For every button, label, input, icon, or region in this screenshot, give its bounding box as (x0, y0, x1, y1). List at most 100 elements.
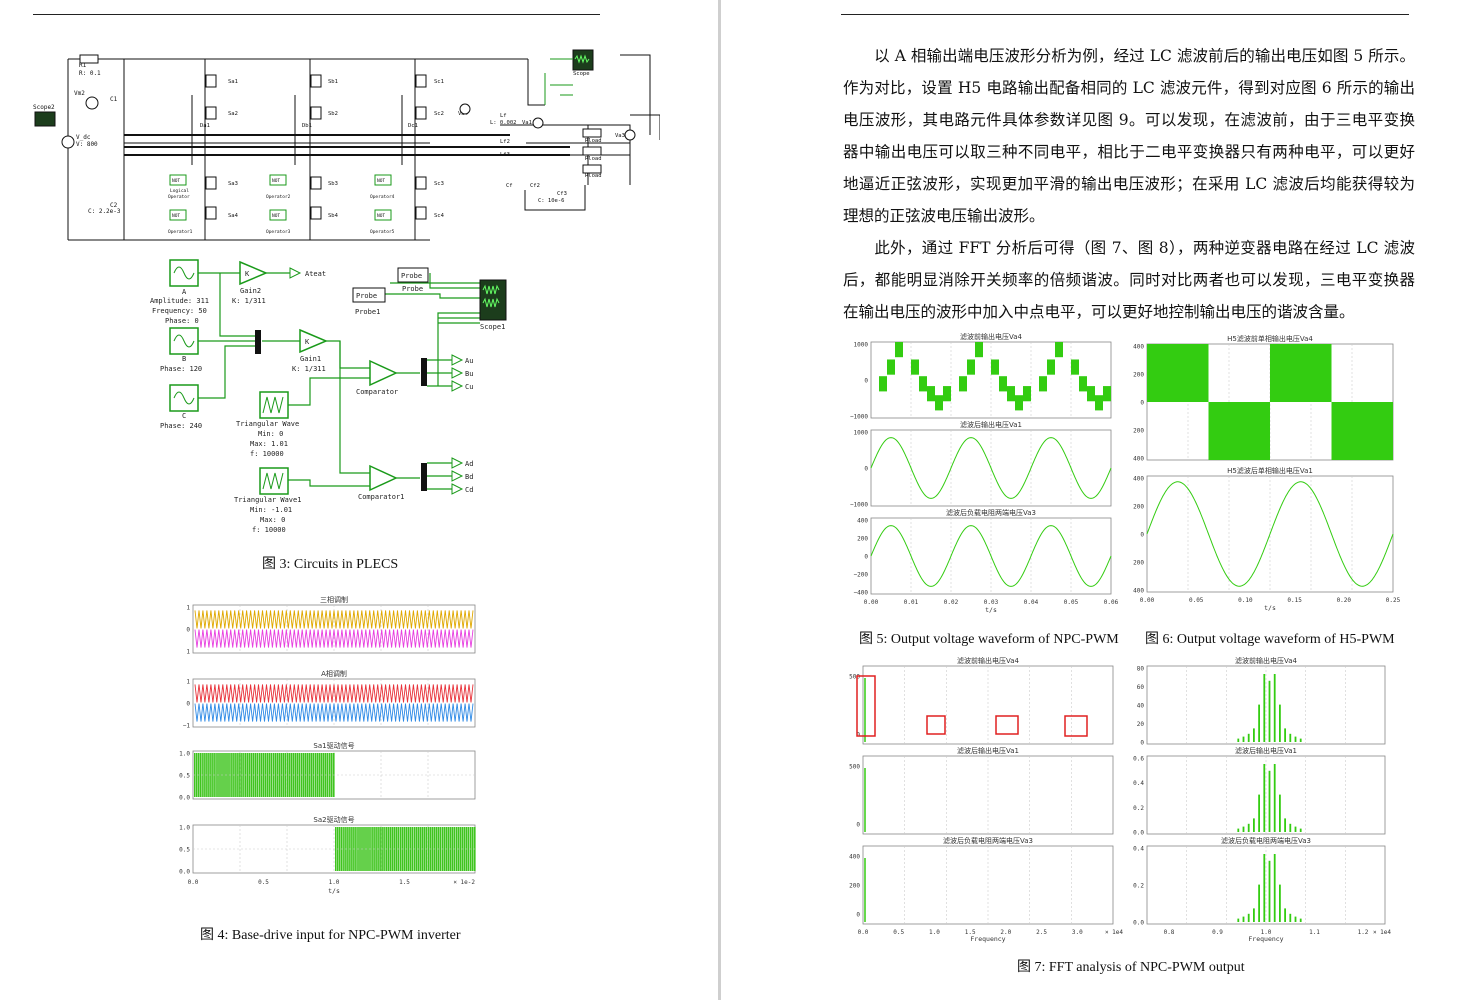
fig4-panel-2-pulse (302, 753, 305, 797)
label-rload-2: Rload (585, 156, 602, 162)
fig4-panel-2-pulse (318, 753, 321, 797)
fig6-xtick: 0.20 (1337, 597, 1352, 604)
fig6-panel-1-wave (1146, 481, 1394, 587)
fig4-xtick: 1.5 (399, 879, 410, 886)
fig4-panel-2-pulse (250, 753, 252, 797)
label-lf2: Lf2 (500, 139, 510, 145)
label-tri-max: Max: 1.01 (250, 440, 288, 448)
label-cf: Cf (506, 183, 513, 189)
fig5-pwm-block (935, 395, 943, 411)
fig5-panel-2-ytick: 400 (857, 518, 868, 525)
label-tri-min: Min: 0 (258, 430, 283, 438)
fig7l-panel-1-ytick: 0 (856, 822, 860, 829)
voltmeter-vm2-icon (85, 96, 99, 110)
label-tri1-f: f: 10000 (252, 526, 286, 534)
fig7r-panel-1-bar (1268, 770, 1271, 832)
fig7r-panel-1-ytick: 0.6 (1133, 756, 1144, 763)
fig4-panel-2-pulse (254, 753, 256, 797)
fig7r-panel-0-ytick: 80 (1137, 666, 1145, 673)
label-sa1: Sa1 (228, 79, 238, 85)
fig7r-panel-2-bar (1284, 908, 1286, 922)
label-sa3: Sa3 (228, 181, 238, 187)
fig5-panel-2-ytick: −200 (854, 572, 869, 579)
fig4-panel-3-pulse (395, 827, 397, 871)
fig7l-xtick: 1.0 (929, 929, 940, 936)
figure-4-caption: 图 4: Base-drive input for NPC-PWM invert… (200, 928, 461, 943)
label-lf: Lf (500, 113, 507, 119)
fig4-panel-3-pulse (375, 827, 377, 871)
fig7r-panel-2-bar (1294, 916, 1297, 922)
label-gain1-k: K: 1/311 (292, 365, 326, 373)
fig7r-panel-1-bar (1273, 764, 1276, 832)
fig7r-panel-0-ytick: 40 (1137, 703, 1145, 710)
fig7l-xtick: 3.0 (1072, 929, 1083, 936)
fig7r-panel-1-bar (1258, 794, 1260, 832)
fig7l-xscale: × 1e4 (1105, 929, 1123, 936)
label-out-bu: Bu (465, 370, 473, 378)
paragraph-2: 此外，通过 FFT 分析后可得（图 7、图 8），两种逆变器电路在经过 LC 滤… (843, 232, 1415, 328)
fig6-xtick: 0.10 (1238, 597, 1253, 604)
fig5-panel-2-wave (870, 525, 1112, 587)
fig4-panel-0-ytick: 1 (186, 649, 190, 656)
fig6-pwm-block (1270, 344, 1332, 402)
fig7r-panel-0-bar (1258, 704, 1260, 742)
right-page: 以 A 相输出端电压波形分析为例，经过 LC 滤波前后的输出电压如图 5 所示。… (721, 0, 1469, 1000)
fig7l-panel-2-ytick: 400 (849, 854, 860, 861)
label-sb2: Sb2 (328, 111, 338, 117)
fig6-panel-0-ytick: 200 (1133, 372, 1144, 379)
fig4-panel-3-ytick: 1.0 (179, 825, 190, 832)
label-c2-val: C: 2.2e-3 (88, 208, 121, 215)
fig5-panel-2-ytick: −400 (854, 590, 869, 597)
label-not-3: NOT (272, 178, 280, 184)
fig5-pwm-block (919, 376, 927, 392)
fig5-pwm-block (911, 359, 919, 375)
fig5-pwm-block (1039, 376, 1047, 392)
fig4-panel-3-pulse (355, 827, 357, 871)
label-gain1: Gain1 (300, 355, 321, 363)
fig7r-panel-1-bar (1289, 823, 1292, 832)
fig4-panel-3-pulse (351, 827, 353, 871)
resistor-r1-icon (79, 54, 99, 64)
fig5-xtick: 0.05 (1064, 599, 1079, 606)
label-va3: Va3 (615, 133, 625, 139)
label-operator1: Operator1 (168, 229, 193, 235)
fig4-panel-2-pulse (208, 753, 210, 797)
fig7r-panel-0-bar (1284, 728, 1286, 742)
gain2-icon (239, 260, 268, 286)
fig7r-panel-0-bar (1242, 736, 1245, 742)
fig4-panel-3-pulse (387, 827, 389, 871)
fig5-pwm-block (1087, 386, 1095, 402)
figure-7-caption: 图 7: FFT analysis of NPC-PWM output (1017, 960, 1245, 975)
label-cf3-val: C: 10e-6 (538, 198, 565, 204)
label-sa4: Sa4 (228, 213, 239, 219)
fig7l-xtick: 2.5 (1036, 929, 1047, 936)
fig4-panel-3-pulse (359, 827, 361, 871)
label-vm2: Vm2 (74, 90, 85, 97)
fig5-pwm-block (1047, 359, 1055, 375)
fig4-panel-3-ytick: 0.0 (179, 869, 190, 876)
label-sb3: Sb3 (328, 181, 338, 187)
label-not-2: NOT (172, 213, 180, 219)
fig7r-panel-0-bar (1299, 738, 1302, 742)
fig4-xtick: 0.5 (258, 879, 269, 886)
figure-4-plot: 三相调制101A相调制10−1Sa1驱动信号1.00.50.0Sa2驱动信号1.… (179, 595, 476, 895)
fig6-panel-0-ytick: 200 (1133, 428, 1144, 435)
plecs-power-circuit: R1 R: 0.1 Scope2 Vm2 V_dc V: 800 C1 C2 C… (33, 49, 660, 241)
probe-icon (397, 267, 429, 283)
fig4-panel-2-pulse (310, 753, 313, 797)
fig7r-panel-1-ytick: 0.0 (1133, 830, 1144, 837)
fig4-panel-3-pulse (463, 827, 466, 871)
fig4-panel-2-pulse (322, 753, 325, 797)
fig4-panel-2-pulse (226, 753, 228, 797)
fig7l-panel-2-title: 滤波后负载电阻两端电压Va3 (943, 836, 1033, 845)
fig4-panel-0-series-1 (194, 629, 474, 648)
fig7r-panel-0-bar (1273, 674, 1276, 742)
label-cf2: Cf2 (530, 183, 540, 189)
fig5-pwm-block (927, 386, 935, 402)
fig7r-panel-1-bar (1299, 828, 1302, 832)
label-probe1: Probe1 (355, 308, 380, 316)
label-scope2: Scope2 (33, 104, 55, 111)
fig5-xtick: 0.02 (944, 599, 959, 606)
fig7l-panel-2-ytick: 0 (856, 912, 860, 919)
fig4-panel-3-pulse (407, 827, 410, 871)
